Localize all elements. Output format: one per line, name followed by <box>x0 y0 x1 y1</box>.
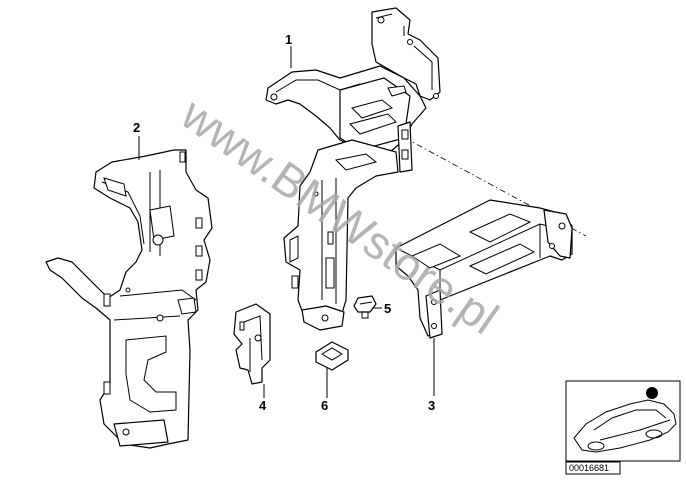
callout-5: 5 <box>384 301 391 316</box>
part-3-tray <box>395 199 573 339</box>
part-1-bracket <box>265 7 441 331</box>
part-5-screw <box>353 295 377 319</box>
callout-2: 2 <box>133 120 140 135</box>
callout-1: 1 <box>285 32 292 47</box>
car-silhouette <box>573 399 677 453</box>
callout-4: 4 <box>259 398 267 413</box>
callout-3: 3 <box>428 398 435 413</box>
part-4-clip <box>233 303 271 385</box>
part-6-nut <box>315 341 349 371</box>
thumbnail-code: 00016681 <box>569 463 609 473</box>
callout-6: 6 <box>321 398 328 413</box>
location-marker <box>646 387 658 399</box>
part-2-bracket <box>45 149 213 449</box>
vehicle-thumbnail: 00016681 <box>565 380 681 475</box>
